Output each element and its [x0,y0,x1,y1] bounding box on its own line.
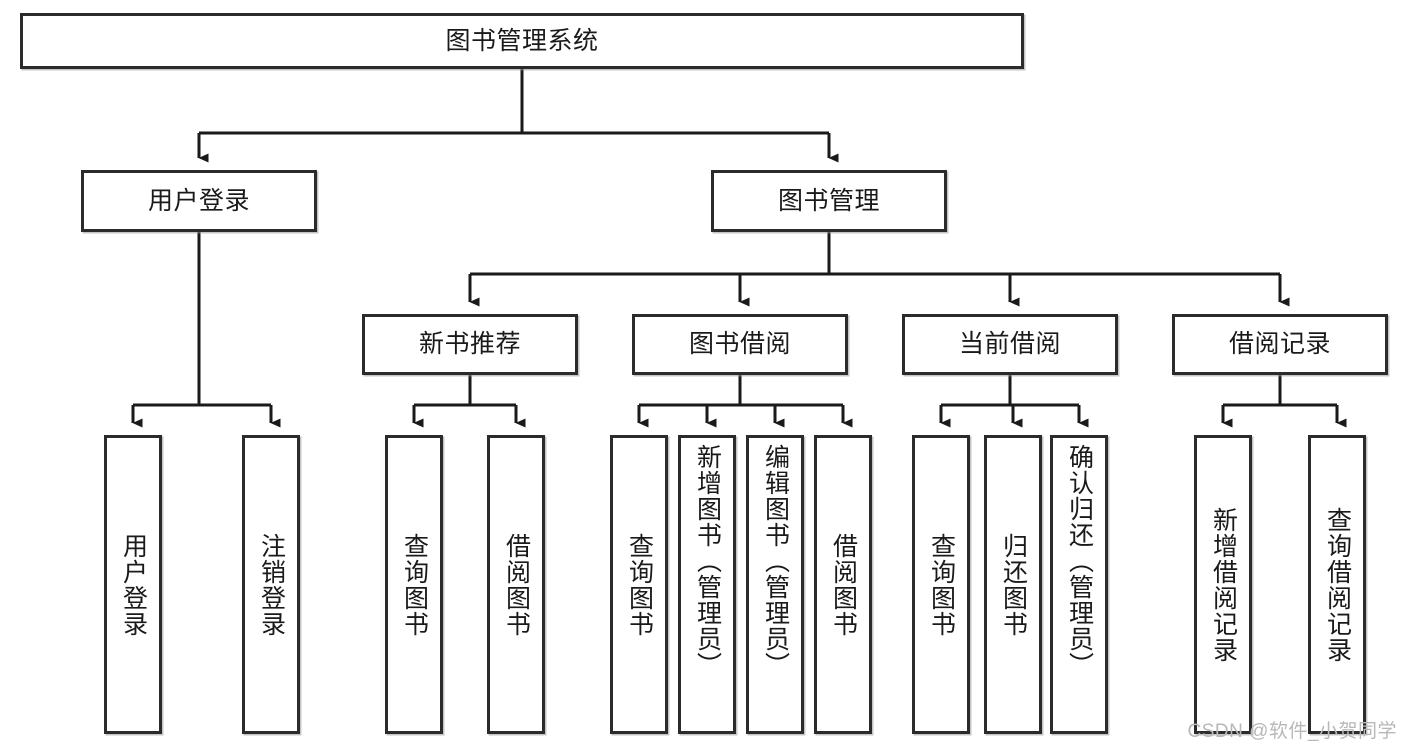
leaf-return-book[interactable]: 归还图书 [984,435,1042,734]
node-user-login[interactable]: 用户登录 [81,170,317,232]
leaf-return-book-label: 归还图书 [999,532,1028,637]
leaf-query-borrow-record[interactable]: 查询借阅记录 [1308,435,1366,734]
leaf-confirm-return-label: 确认归还（管理员） [1065,444,1094,678]
leaf-user-login[interactable]: 用户登录 [104,435,162,734]
node-current-borrow[interactable]: 当前借阅 [902,314,1118,375]
leaf-query-book-new-recommend[interactable]: 查询图书 [385,435,443,734]
leaf-confirm-return[interactable]: 确认归还（管理员） [1050,435,1108,734]
leaf-user-login-label: 用户登录 [119,532,148,637]
node-user-login-label: 用户登录 [147,186,250,215]
leaf-edit-book-label: 编辑图书（管理员） [761,444,790,678]
leaf-borrow-book-new-recommend[interactable]: 借阅图书 [487,435,545,734]
node-new-book-recommend[interactable]: 新书推荐 [362,314,578,375]
leaf-query-book-borrow-label: 查询图书 [625,532,654,637]
leaf-add-book-label: 新增图书（管理员） [693,444,722,678]
node-book-borrow[interactable]: 图书借阅 [632,314,848,375]
node-borrow-record[interactable]: 借阅记录 [1172,314,1388,375]
leaf-borrow-book[interactable]: 借阅图书 [814,435,872,734]
leaf-logout-label: 注销登录 [257,532,286,637]
node-book-borrow-label: 图书借阅 [688,330,791,359]
watermark: CSDN @软件_小贺同学 [1187,721,1397,742]
node-book-management[interactable]: 图书管理 [711,170,947,232]
leaf-query-borrow-record-label: 查询借阅记录 [1323,506,1352,663]
node-borrow-record-label: 借阅记录 [1228,330,1331,359]
leaf-add-borrow-record[interactable]: 新增借阅记录 [1194,435,1252,734]
leaf-add-book[interactable]: 新增图书（管理员） [678,435,736,734]
leaf-query-book-current-label: 查询图书 [927,532,956,637]
leaf-borrow-book-new-recommend-label: 借阅图书 [502,532,531,637]
node-book-management-label: 图书管理 [777,186,880,215]
node-current-borrow-label: 当前借阅 [958,330,1061,359]
node-new-book-recommend-label: 新书推荐 [418,330,521,359]
node-root[interactable]: 图书管理系统 [20,13,1024,69]
leaf-query-book-borrow[interactable]: 查询图书 [610,435,668,734]
leaf-add-borrow-record-label: 新增借阅记录 [1209,506,1238,663]
leaf-query-book-new-recommend-label: 查询图书 [400,532,429,637]
leaf-logout[interactable]: 注销登录 [242,435,300,734]
node-root-label: 图书管理系统 [445,26,599,55]
leaf-borrow-book-label: 借阅图书 [829,532,858,637]
leaf-edit-book[interactable]: 编辑图书（管理员） [746,435,804,734]
leaf-query-book-current[interactable]: 查询图书 [912,435,970,734]
